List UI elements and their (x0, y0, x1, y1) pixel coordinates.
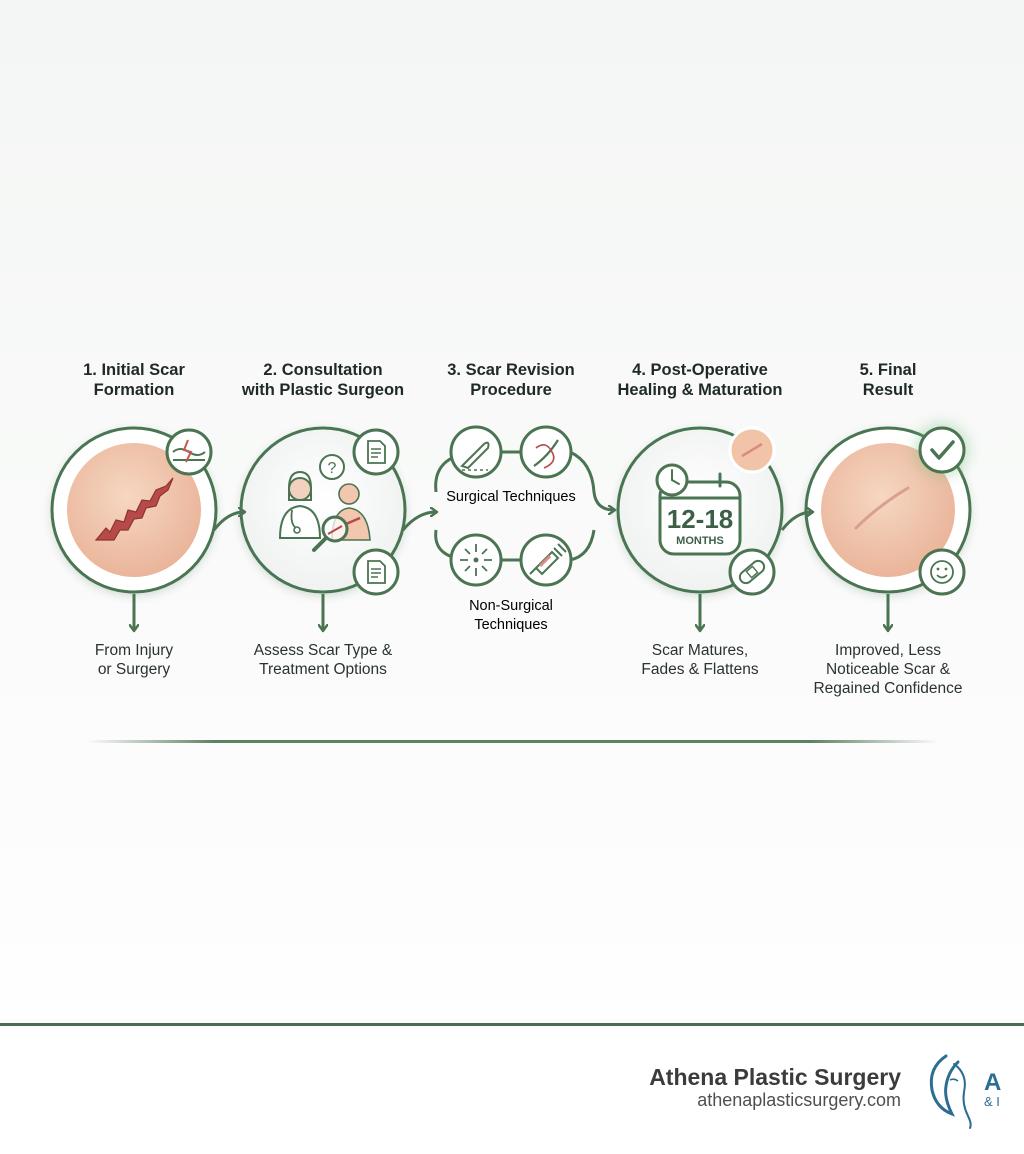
step-3-node (434, 425, 614, 587)
healed-skin-patch (821, 443, 955, 577)
document-icon-top (352, 428, 400, 476)
laser-icon (449, 533, 503, 587)
fading-scar-badge-icon (728, 426, 776, 474)
syringe-icon (519, 533, 573, 587)
step-2-caption: Assess Scar Type &Treatment Options (253, 642, 393, 678)
footer (0, 1026, 1024, 1154)
step-2-node: ? (239, 426, 407, 596)
arrow-step2-to-step3 (401, 512, 436, 531)
arrow-step1-to-step2 (212, 512, 244, 531)
suture-needle-icon (519, 425, 573, 479)
step-4-node (616, 426, 784, 596)
arrow-step4-to-step5 (780, 512, 812, 531)
athena-logo-icon: A & I (929, 1054, 1001, 1129)
scar-revision-process-diagram: ? (50, 422, 972, 743)
scar-wound-icon (94, 477, 174, 541)
healing-duration-number: 12-18 (667, 504, 734, 534)
faded-scar-line (854, 486, 910, 530)
step-1-node (50, 426, 218, 594)
clock-icon (655, 463, 689, 497)
logo-sub: & I (984, 1094, 1000, 1109)
brand-url[interactable]: athenaplasticsurgery.com (697, 1090, 901, 1110)
logo-letters: A (984, 1069, 1001, 1096)
question-bubble-icon: ? (319, 454, 345, 480)
smiley-icon (918, 548, 966, 596)
broken-skin-icon (165, 428, 213, 476)
nonsurgical-label-line2: Techniques (474, 617, 547, 633)
scalpel-icon (449, 425, 503, 479)
step-4-caption: Scar Matures,Fades & Flattens (641, 642, 759, 678)
step-5-node (804, 422, 972, 596)
svg-text:?: ? (328, 460, 337, 477)
brand-name: Athena Plastic Surgery (649, 1064, 901, 1090)
checkmark-icon (914, 422, 970, 478)
bandage-icon (728, 548, 776, 596)
healing-duration-unit: MONTHS (676, 535, 724, 547)
arrow-to-healing (569, 450, 614, 510)
timeline-baseline (88, 740, 938, 743)
footer-divider (0, 1023, 1024, 1026)
surgeon-icon (278, 470, 322, 539)
skin-patch (67, 443, 201, 577)
nonsurgical-label-line1: Non-Surgical (469, 598, 553, 614)
document-icon-bottom (352, 548, 400, 596)
magnifier-icon (312, 515, 349, 552)
surgical-techniques-label: Surgical Techniques (446, 489, 576, 505)
